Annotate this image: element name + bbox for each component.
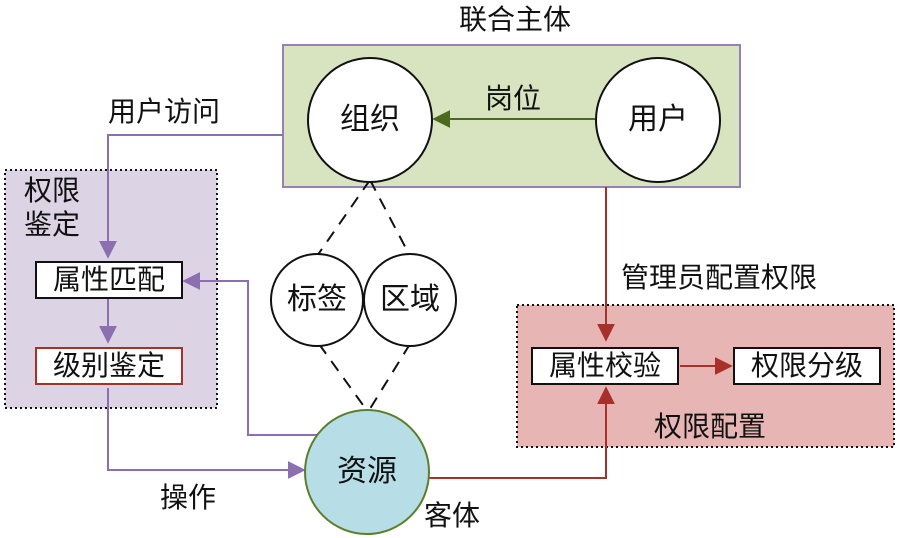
operation-label: 操作	[160, 481, 217, 514]
resource-to-match-arrow	[182, 272, 318, 436]
position-label: 岗位	[485, 82, 542, 115]
level-auth-box: 级别鉴定	[35, 347, 183, 385]
organization-label: 组织	[340, 102, 400, 137]
user-access-arrow	[99, 134, 283, 259]
auth-title-line2: 鉴定	[24, 208, 81, 241]
region-node	[363, 253, 457, 347]
tag-label: 标签	[287, 282, 347, 317]
operation-arrow	[107, 388, 306, 479]
resource-to-verify-arrow	[428, 386, 615, 479]
auth-title-line1: 权限	[24, 174, 81, 207]
federated-subject-title: 联合主体	[459, 3, 572, 36]
perm-levels-box: 权限分级	[733, 347, 881, 385]
organization-node	[307, 57, 433, 183]
admin-config-label: 管理员配置权限	[621, 261, 818, 294]
user-node	[595, 57, 721, 183]
user-access-label: 用户访问	[108, 95, 221, 128]
resource-node	[304, 409, 430, 535]
attr-match-box: 属性匹配	[35, 261, 183, 299]
user-label: 用户	[628, 102, 688, 137]
region-label: 区域	[380, 282, 440, 317]
object-label: 客体	[424, 499, 481, 532]
dashed-links	[316, 179, 411, 413]
attr-verify-box: 属性校验	[531, 347, 679, 385]
resource-label: 资源	[337, 454, 397, 489]
permission-config-title: 权限配置	[654, 410, 767, 443]
